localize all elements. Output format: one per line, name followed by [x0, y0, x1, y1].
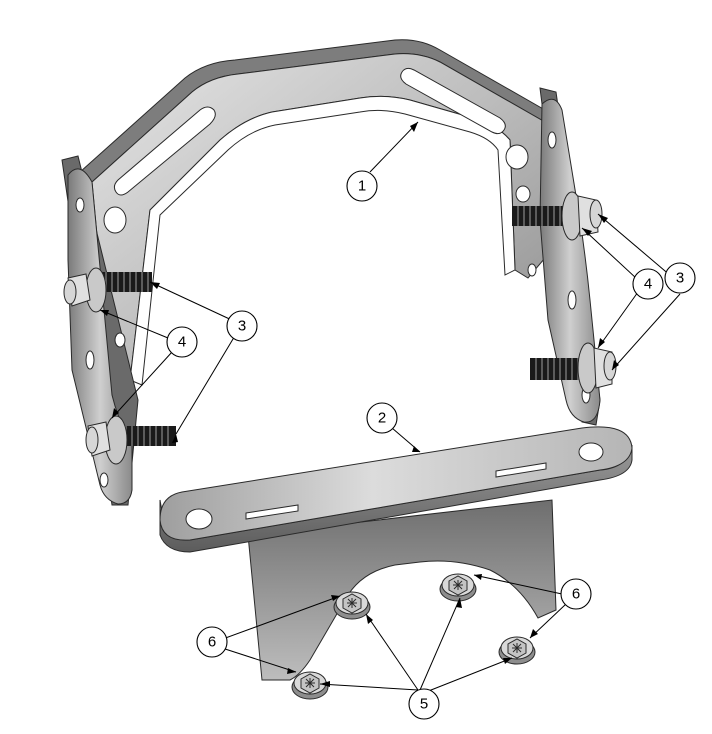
crossbar-hole-left [185, 508, 213, 530]
callout-6-left-label: 6 [208, 634, 216, 651]
bolt-assembly-left-upper [63, 267, 152, 313]
callout-6-left: 6 [196, 626, 228, 658]
flange-bolt [439, 573, 477, 602]
callout-3-left: 3 [226, 310, 258, 342]
side-plate-hole [75, 197, 85, 213]
callout-2-label: 2 [378, 410, 386, 427]
crossbar-web-plate [247, 499, 557, 681]
bracket-hole [103, 206, 127, 234]
bolt-assembly-right-lower [530, 342, 617, 394]
bolt-head-face [85, 426, 99, 454]
callout-1: 1 [346, 170, 378, 202]
callout-3-right-label: 3 [676, 270, 684, 287]
flange-bolt [333, 591, 371, 620]
crossbar-hole-right [578, 442, 604, 462]
bolt-assembly-right-upper [512, 191, 603, 241]
side-plate-hole [567, 290, 577, 310]
side-plate-hole [547, 131, 557, 149]
callout-5: 5 [408, 688, 440, 720]
callout-6-right: 6 [560, 578, 592, 610]
bolt-thread [530, 358, 588, 380]
callout-3-left-label: 3 [238, 318, 246, 335]
callout-6-right-label: 6 [572, 586, 580, 603]
leader-lines [99, 121, 681, 693]
bolt-thread [512, 206, 574, 226]
callout-1-label: 1 [358, 178, 366, 195]
bracket-hole [527, 263, 537, 277]
washer [85, 267, 107, 313]
callout-2: 2 [366, 402, 398, 434]
bracket-opening [129, 95, 516, 386]
bracket-hole [515, 185, 531, 203]
crossbar-slot-right [495, 462, 547, 478]
crossbar-slot-left [245, 504, 299, 520]
callout-4-left: 4 [166, 326, 198, 358]
part-2-crossbar [159, 426, 633, 681]
bolt-head-face [63, 279, 77, 305]
callout-4-left-label: 4 [178, 334, 186, 351]
callout-4-right-label: 4 [644, 276, 652, 293]
flange-bolt [291, 671, 329, 700]
callout-5-label: 5 [420, 696, 428, 713]
side-plate-hole [99, 472, 109, 488]
bracket-slot-left [113, 106, 216, 196]
bracket-slot-right [400, 67, 506, 135]
bracket-hole [505, 144, 529, 170]
side-plate-hole [85, 350, 95, 370]
bolt-assembly-left-lower [85, 415, 176, 465]
bolt-thread [100, 272, 152, 292]
right-side-plate [539, 98, 601, 423]
callout-4-right: 4 [632, 268, 664, 300]
callout-3-right: 3 [664, 262, 696, 294]
side-plate-hole [114, 332, 126, 348]
bolt-head-face [589, 199, 603, 229]
